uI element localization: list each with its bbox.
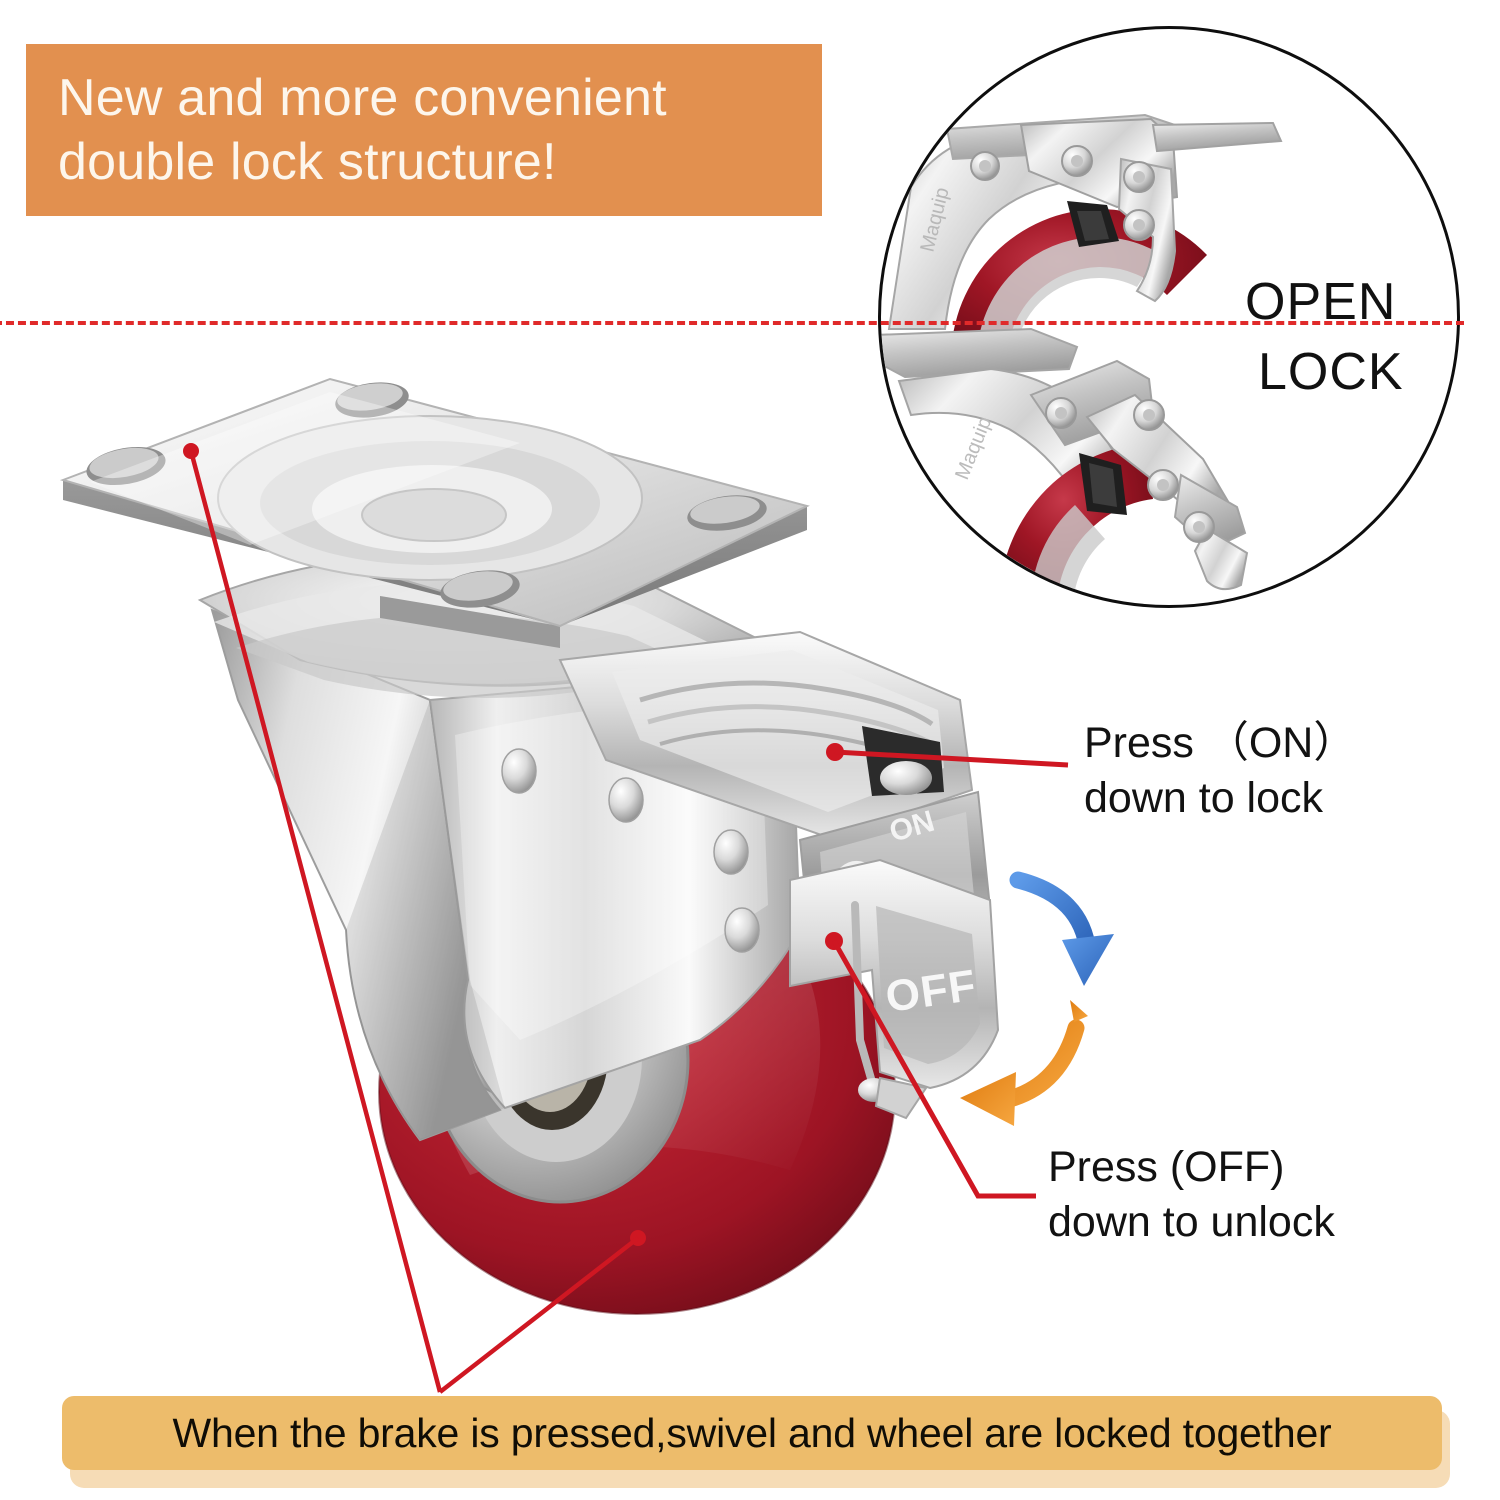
pointer-line-off [825,932,1036,1199]
pointer-line-wheel [438,1230,646,1394]
pointer-line-on [826,743,1069,768]
header-title: New and more convenient double lock stru… [58,68,667,191]
inset-brand-emboss-lock: Maquip [951,414,996,483]
mounting-plate [59,377,810,648]
header-banner: New and more convenient double lock stru… [26,44,822,216]
caster-fork [210,608,802,1142]
footer-banner: When the brake is pressed,swivel and whe… [62,1396,1442,1470]
lever-on-emboss: ON [886,805,938,849]
swivel-raceway [197,553,763,698]
label-open: OPEN [1245,273,1397,331]
caster-wheel [378,869,896,1315]
footer-text: When the brake is pressed,swivel and whe… [172,1409,1332,1456]
lever-off-emboss: OFF [883,961,980,1022]
brake-lever-on: ON [558,630,992,960]
release-up-arrow-icon [960,1000,1088,1126]
pointer-line-plate [183,443,443,1393]
callout-press-off: Press (OFF) down to unlock [1048,1143,1335,1247]
press-down-arrow-icon [1009,871,1114,986]
open-lock-divider [0,321,1464,325]
inset-lock-state: Maquip [881,327,1249,605]
brake-lever-off: OFF [789,858,1000,1120]
callout-press-on: Press （ON） down to lock [1084,719,1357,823]
label-lock: LOCK [1258,343,1404,401]
